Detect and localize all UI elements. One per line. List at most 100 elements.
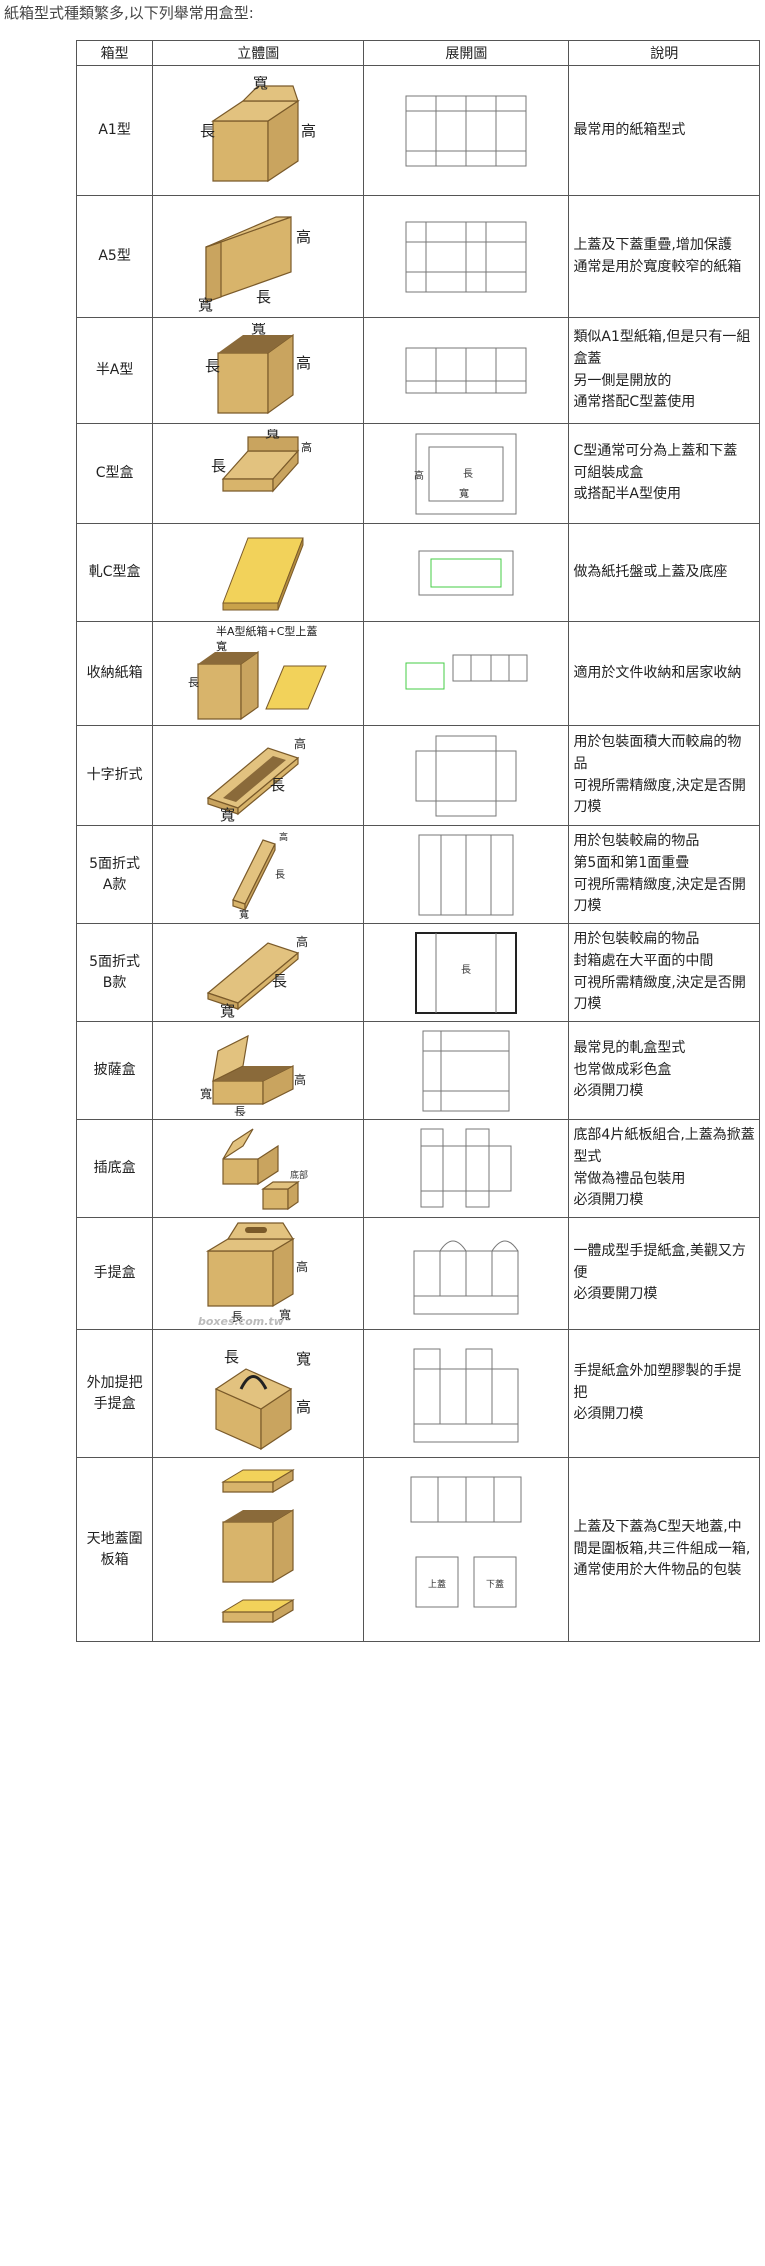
desc-cell: 用於包裝較扁的物品第5面和第1面重疊可視所需精緻度,決定是否開刀模 bbox=[568, 825, 760, 924]
table-row: 十字折式 高 長 寬 用於包裝面積大而較扁的物 bbox=[75, 725, 760, 826]
svg-text:高: 高 bbox=[296, 934, 308, 949]
svg-text:高: 高 bbox=[294, 736, 306, 751]
svg-text:長: 長 bbox=[270, 776, 285, 794]
svg-text:寬: 寬 bbox=[200, 1086, 212, 1101]
box-3d-roll-c bbox=[152, 523, 365, 622]
desc-cell: 最常見的軋盒型式也常做成彩色盒必須開刀模 bbox=[568, 1021, 760, 1120]
svg-text:高: 高 bbox=[296, 1398, 311, 1416]
svg-text:長: 長 bbox=[461, 964, 471, 976]
svg-text:長: 長 bbox=[256, 288, 271, 306]
box-3d-lock-bottom: 底部 bbox=[152, 1119, 365, 1218]
svg-text:長: 長 bbox=[234, 1105, 246, 1116]
dieline-lock-bottom bbox=[363, 1119, 570, 1218]
svg-text:boxes.com.tw: boxes.com.tw bbox=[198, 1315, 285, 1326]
table-row: 披薩盒 高 長 寬 最常見的軋盒型式也常做成彩 bbox=[75, 1021, 760, 1120]
desc-cell: 手提紙盒外加塑膠製的手提把必須開刀模 bbox=[568, 1329, 760, 1458]
table-row: 半A型 寬 長 高 類似A1型紙箱,但是只有一組盒蓋另一側是開放的通 bbox=[75, 317, 760, 424]
svg-text:底部: 底部 bbox=[290, 1169, 308, 1181]
box-3d-cross-fold: 高 長 寬 bbox=[152, 725, 365, 826]
svg-text:高: 高 bbox=[301, 122, 316, 140]
dieline-five-fold-b: 長 bbox=[363, 923, 570, 1022]
header-3d: 立體圖 bbox=[152, 40, 365, 66]
svg-text:寬: 寬 bbox=[239, 908, 249, 920]
desc-cell: 底部4片紙板組合,上蓋為掀蓋型式常做為禮品包裝用必須開刀模 bbox=[568, 1119, 760, 1218]
svg-text:長: 長 bbox=[211, 457, 226, 475]
dieline-five-fold-a bbox=[363, 825, 570, 924]
type-cell: 外加提把手提盒 bbox=[75, 1329, 154, 1458]
type-cell: C型盒 bbox=[75, 423, 154, 524]
dieline-a1 bbox=[363, 65, 570, 196]
box-3d-handle: 高 長 寬 boxes.com.tw bbox=[152, 1217, 365, 1330]
desc-cell: 一體成型手提紙盒,美觀又方便必須要開刀模 bbox=[568, 1217, 760, 1330]
desc-cell: 上蓋及下蓋重疊,增加保護通常是用於寬度較窄的紙箱 bbox=[568, 195, 760, 318]
svg-text:寬: 寬 bbox=[296, 1350, 311, 1368]
box-3d-five-fold-a: 高 長 寬 bbox=[152, 825, 365, 924]
box-3d-pizza: 高 長 寬 bbox=[152, 1021, 365, 1120]
svg-text:寬: 寬 bbox=[220, 806, 235, 823]
type-cell: 十字折式 bbox=[75, 725, 154, 826]
svg-text:長: 長 bbox=[200, 122, 215, 140]
table-row: 天地蓋圍板箱 上蓋 bbox=[75, 1457, 760, 1642]
box-3d-c: 寬 長 高 bbox=[152, 423, 365, 524]
table-row: 收納紙箱 半A型紙箱+C型上蓋 寬 長 適用於 bbox=[75, 621, 760, 726]
svg-text:長: 長 bbox=[272, 972, 287, 990]
svg-text:寬: 寬 bbox=[265, 429, 280, 441]
svg-text:高: 高 bbox=[279, 831, 288, 843]
table-header-row: 箱型 立體圖 展開圖 說明 bbox=[75, 40, 760, 66]
desc-cell: 用於包裝面積大而較扁的物品可視所需精緻度,決定是否開刀模 bbox=[568, 725, 760, 826]
dieline-roll-c bbox=[363, 523, 570, 622]
header-type: 箱型 bbox=[75, 40, 154, 66]
type-cell: 插底盒 bbox=[75, 1119, 154, 1218]
dieline-storage bbox=[363, 621, 570, 726]
svg-text:高: 高 bbox=[296, 228, 311, 246]
desc-cell: 最常用的紙箱型式 bbox=[568, 65, 760, 196]
svg-text:寬: 寬 bbox=[279, 1307, 291, 1322]
table-row: 軋C型盒 做為紙托盤或上蓋及底座 bbox=[75, 523, 760, 622]
dieline-half-a bbox=[363, 317, 570, 424]
box-3d-a5: 高 長 寬 bbox=[152, 195, 365, 318]
type-cell: 軋C型盒 bbox=[75, 523, 154, 622]
svg-text:高: 高 bbox=[294, 1072, 306, 1087]
box-3d-tube-lid bbox=[152, 1457, 365, 1642]
svg-text:半A型紙箱+C型上蓋: 半A型紙箱+C型上蓋 bbox=[216, 624, 317, 638]
svg-text:長: 長 bbox=[188, 676, 199, 689]
svg-text:寬: 寬 bbox=[220, 1002, 235, 1018]
type-cell: A1型 bbox=[75, 65, 154, 196]
intro-text: 紙箱型式種類繁多,以下列舉常用盒型: bbox=[4, 4, 254, 22]
svg-text:高: 高 bbox=[414, 469, 424, 482]
box-3d-five-fold-b: 高 長 寬 bbox=[152, 923, 365, 1022]
dieline-pizza bbox=[363, 1021, 570, 1120]
desc-cell: C型通常可分為上蓋和下蓋可組裝成盒或搭配半A型使用 bbox=[568, 423, 760, 524]
desc-cell: 做為紙托盤或上蓋及底座 bbox=[568, 523, 760, 622]
table-row: 插底盒 底部 底部4 bbox=[75, 1119, 760, 1218]
svg-text:長: 長 bbox=[231, 1310, 243, 1324]
type-cell: A5型 bbox=[75, 195, 154, 318]
type-cell: 半A型 bbox=[75, 317, 154, 424]
table-row: C型盒 寬 長 高 高 長 寬 bbox=[75, 423, 760, 524]
header-desc: 說明 bbox=[568, 40, 760, 66]
svg-text:下蓋: 下蓋 bbox=[486, 1578, 504, 1590]
table-row: 手提盒 高 長 寬 boxes.com.tw bbox=[75, 1217, 760, 1330]
box-type-table: 箱型 立體圖 展開圖 說明 A1型 寬 長 高 bbox=[75, 40, 760, 1642]
desc-cell: 用於包裝較扁的物品封箱處在大平面的中間可視所需精緻度,決定是否開刀模 bbox=[568, 923, 760, 1022]
dieline-cross-fold bbox=[363, 725, 570, 826]
svg-text:高: 高 bbox=[296, 354, 311, 372]
svg-text:上蓋: 上蓋 bbox=[428, 1578, 446, 1590]
table-row: A5型 高 長 寬 上蓋及下蓋重疊,增加保護通常是用於寬度較窄的紙箱 bbox=[75, 195, 760, 318]
dieline-c: 高 長 寬 bbox=[363, 423, 570, 524]
type-cell: 收納紙箱 bbox=[75, 621, 154, 726]
header-dieline: 展開圖 bbox=[363, 40, 570, 66]
box-3d-half-a: 寬 長 高 bbox=[152, 317, 365, 424]
box-3d-storage: 半A型紙箱+C型上蓋 寬 長 bbox=[152, 621, 365, 726]
dieline-a5 bbox=[363, 195, 570, 318]
desc-cell: 上蓋及下蓋為C型天地蓋,中間是圍板箱,共三件組成一箱,通常使用於大件物品的包裝 bbox=[568, 1457, 760, 1642]
svg-text:長: 長 bbox=[463, 468, 473, 480]
svg-text:寬: 寬 bbox=[198, 296, 213, 312]
svg-text:寬: 寬 bbox=[459, 487, 469, 500]
box-3d-a1: 寬 長 高 bbox=[152, 65, 365, 196]
svg-text:寬: 寬 bbox=[253, 76, 268, 92]
svg-text:長: 長 bbox=[224, 1348, 239, 1366]
